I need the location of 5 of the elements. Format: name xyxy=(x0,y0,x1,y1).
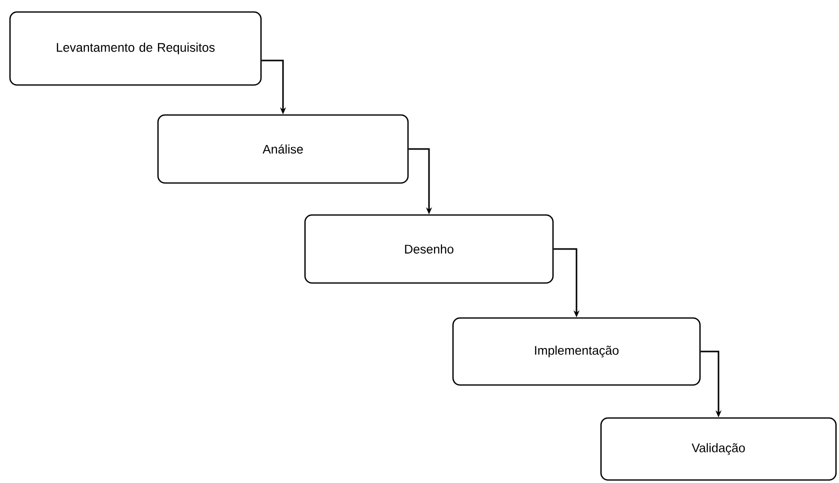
process-box: Validação xyxy=(600,417,837,481)
process-box: Análise xyxy=(157,114,409,184)
process-box: Implementação xyxy=(452,317,701,386)
process-box: Levantamento de Requisitos xyxy=(9,11,262,86)
process-box: Desenho xyxy=(304,214,554,284)
